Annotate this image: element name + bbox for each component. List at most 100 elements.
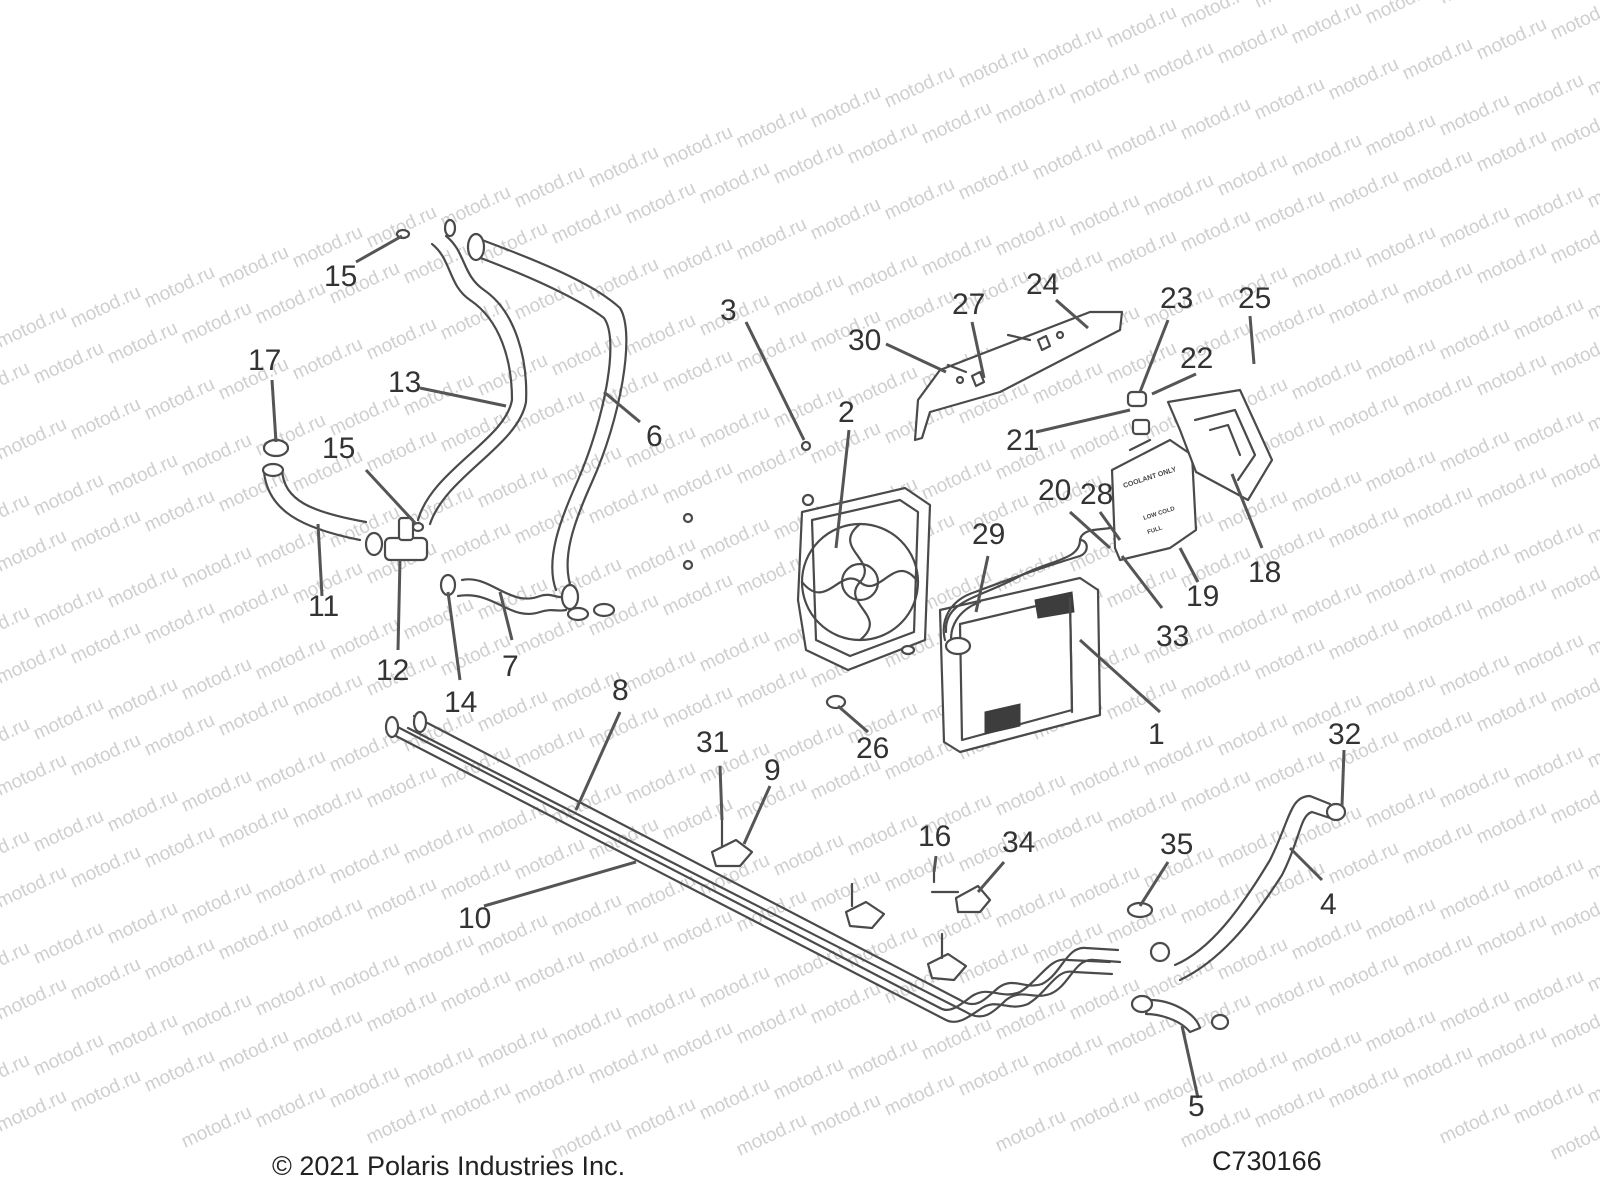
watermark-text: motod.ru xyxy=(659,570,736,621)
watermark-text: motod.ru xyxy=(1584,722,1600,773)
watermark-text: motod.ru xyxy=(1510,70,1587,121)
watermark-text: motod.ru xyxy=(881,1070,958,1121)
watermark-text: motod.ru xyxy=(659,906,736,957)
callout-15-lower: 15 xyxy=(322,432,355,465)
watermark-text: motod.ru xyxy=(1473,238,1550,289)
watermark-text: motod.ru xyxy=(326,950,403,1001)
callout-10: 10 xyxy=(458,902,491,935)
callout-23: 23 xyxy=(1160,282,1193,315)
callout-11: 11 xyxy=(308,590,339,623)
watermark-text: motod.ru xyxy=(1547,554,1600,605)
watermark-text: motod.ru xyxy=(1325,390,1402,441)
watermark-text: motod.ru xyxy=(1510,518,1587,569)
watermark-text: motod.ru xyxy=(1436,986,1513,1037)
watermark-text: motod.ru xyxy=(1547,218,1600,269)
hose-6 xyxy=(466,232,628,592)
watermark-text: motod.ru xyxy=(1584,50,1600,101)
callout-28: 28 xyxy=(1080,478,1113,511)
watermark-text: motod.ru xyxy=(1362,110,1439,161)
watermark-text: motod.ru xyxy=(548,198,625,249)
watermark-text: motod.ru xyxy=(0,938,33,989)
watermark-text: motod.ru xyxy=(1510,294,1587,345)
watermark-text: motod.ru xyxy=(437,1078,514,1129)
watermark-text: motod.ru xyxy=(955,1050,1032,1101)
watermark-text: motod.ru xyxy=(1510,630,1587,681)
watermark-text: motod.ru xyxy=(104,674,181,725)
watermark-text: motod.ru xyxy=(1103,562,1180,613)
watermark-text: motod.ru xyxy=(1325,54,1402,105)
watermark-text: motod.ru xyxy=(807,82,884,133)
watermark-text: motod.ru xyxy=(141,598,218,649)
watermark-text: motod.ru xyxy=(696,158,773,209)
watermark-text: motod.ru xyxy=(1547,442,1600,493)
watermark-text: motod.ru xyxy=(1547,666,1600,717)
reservoir-bracket-18 xyxy=(1166,388,1274,502)
watermark-text: motod.ru xyxy=(1510,854,1587,905)
watermark-text: motod.ru xyxy=(1510,1078,1587,1129)
watermark-text: motod.ru xyxy=(400,818,477,869)
watermark-text: motod.ru xyxy=(1177,94,1254,145)
watermark-text: motod.ru xyxy=(289,782,366,833)
watermark-text: motod.ru xyxy=(918,98,995,149)
watermark-text: motod.ru xyxy=(0,862,70,913)
watermark-text: motod.ru xyxy=(733,102,810,153)
watermark-text: motod.ru xyxy=(1436,762,1513,813)
watermark-text: motod.ru xyxy=(992,770,1069,821)
watermark-text: motod.ru xyxy=(363,202,440,253)
watermark-text: motod.ru xyxy=(622,534,699,585)
watermark-text: motod.ru xyxy=(1510,742,1587,793)
clamps-small-left xyxy=(395,218,694,622)
watermark-text: motod.ru xyxy=(400,594,477,645)
watermark-text: motod.ru xyxy=(1584,386,1600,437)
watermark-text: motod.ru xyxy=(1325,950,1402,1001)
watermark-text: motod.ru xyxy=(992,882,1069,933)
watermark-text: motod.ru xyxy=(511,722,588,773)
watermark-text: motod.ru xyxy=(807,194,884,245)
watermark-text: motod.ru xyxy=(0,638,70,689)
watermark-text: motod.ru xyxy=(733,326,810,377)
watermark-text: motod.ru xyxy=(363,762,440,813)
tee-fitting-12 xyxy=(364,516,429,562)
watermark-text: motod.ru xyxy=(30,470,107,521)
watermark-text: motod.ru xyxy=(1473,350,1550,401)
callout-27: 27 xyxy=(952,288,985,321)
watermark-text: motod.ru xyxy=(918,230,995,281)
overflow-hose-20 xyxy=(944,526,1112,634)
callout-15-upper: 15 xyxy=(324,260,357,293)
watermark-text: motod.ru xyxy=(326,838,403,889)
watermark-text: motod.ru xyxy=(1214,598,1291,649)
watermark-text: motod.ru xyxy=(622,310,699,361)
watermark-text: motod.ru xyxy=(178,1102,255,1153)
watermark-text: motod.ru xyxy=(1473,1022,1550,1073)
coolant-tube-10 xyxy=(384,710,1122,1018)
watermark-text: motod.ru xyxy=(1214,150,1291,201)
hose-11 xyxy=(261,438,368,542)
watermark-text: motod.ru xyxy=(770,830,847,881)
watermark-text: motod.ru xyxy=(1288,1026,1365,1077)
watermark-text: motod.ru xyxy=(1066,974,1143,1025)
watermark-text: motod.ru xyxy=(30,806,107,857)
watermark-text: motod.ru xyxy=(104,318,181,369)
watermark-text: motod.ru xyxy=(289,1006,366,1057)
watermark-text: motod.ru xyxy=(104,562,181,613)
watermark-text: motod.ru xyxy=(1325,838,1402,889)
watermark-text: motod.ru xyxy=(548,1002,625,1053)
watermark-text: motod.ru xyxy=(474,1022,551,1073)
watermark-text: motod.ru xyxy=(1473,462,1550,513)
watermark-text: motod.ru xyxy=(807,1090,884,1141)
watermark-text: motod.ru xyxy=(30,1030,107,1081)
watermark-text: motod.ru xyxy=(1288,130,1365,181)
callout-33: 33 xyxy=(1156,620,1189,653)
watermark-text: motod.ru xyxy=(1436,426,1513,477)
watermark-text: motod.ru xyxy=(1214,18,1291,69)
watermark-text: motod.ru xyxy=(1473,574,1550,625)
callout-6: 6 xyxy=(646,420,663,453)
watermark-text: motod.ru xyxy=(363,314,440,365)
callout-32: 32 xyxy=(1328,718,1361,751)
watermark-text: motod.ru xyxy=(992,78,1069,129)
callout-29: 29 xyxy=(972,518,1005,551)
watermark-text: motod.ru xyxy=(30,918,107,969)
callout-4: 4 xyxy=(1320,888,1337,921)
callout-16: 16 xyxy=(918,820,951,853)
watermark-text: motod.ru xyxy=(1288,466,1365,517)
